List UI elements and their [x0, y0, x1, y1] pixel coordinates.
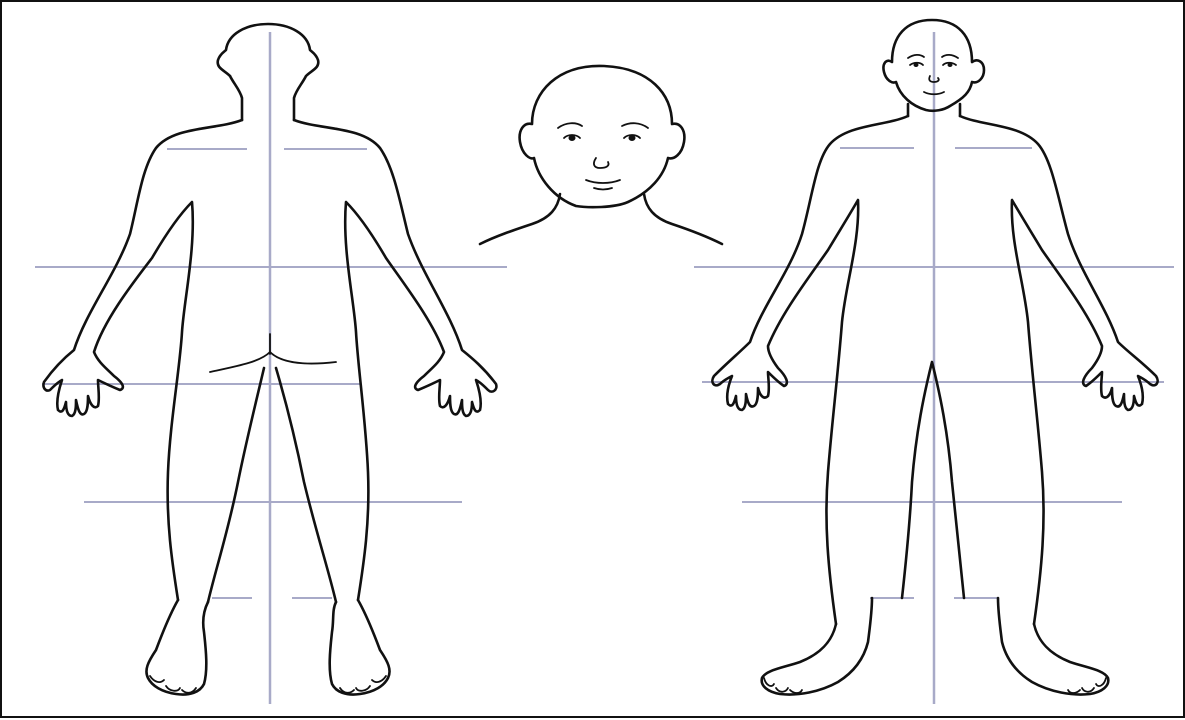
guide-lines	[35, 32, 1174, 704]
face-pupil-right	[629, 135, 636, 141]
front-left-foot	[762, 598, 872, 695]
back-right-toes	[340, 676, 386, 693]
face-neck-and-shoulder-right	[644, 194, 722, 244]
front-brow-right	[942, 55, 958, 58]
back-left-toes	[150, 676, 196, 693]
face-brow-left	[558, 123, 582, 128]
face-brow-right	[622, 123, 648, 128]
front-pupil-left	[914, 63, 919, 67]
face-mouth	[586, 180, 620, 183]
back-right-arm-outline	[294, 120, 496, 600]
back-inner-leg-right	[276, 368, 336, 602]
front-right-foot	[998, 598, 1108, 695]
front-right-arm-outline	[960, 116, 1158, 624]
face-neck-and-shoulder-left	[480, 194, 560, 244]
back-inner-leg-left	[208, 368, 264, 602]
back-neck-left	[230, 76, 242, 120]
front-brow-left	[908, 55, 924, 58]
back-head-outline	[218, 24, 319, 120]
back-left-arm-outline	[43, 120, 242, 600]
face-nose	[594, 158, 609, 168]
front-left-arm-outline	[712, 116, 908, 624]
face-chin	[594, 188, 612, 190]
face-closeup-figure	[480, 66, 722, 244]
face-head-outline	[520, 66, 685, 207]
front-pupil-right	[948, 63, 953, 67]
face-pupil-left	[569, 135, 576, 141]
back-buttocks-line	[210, 352, 336, 372]
